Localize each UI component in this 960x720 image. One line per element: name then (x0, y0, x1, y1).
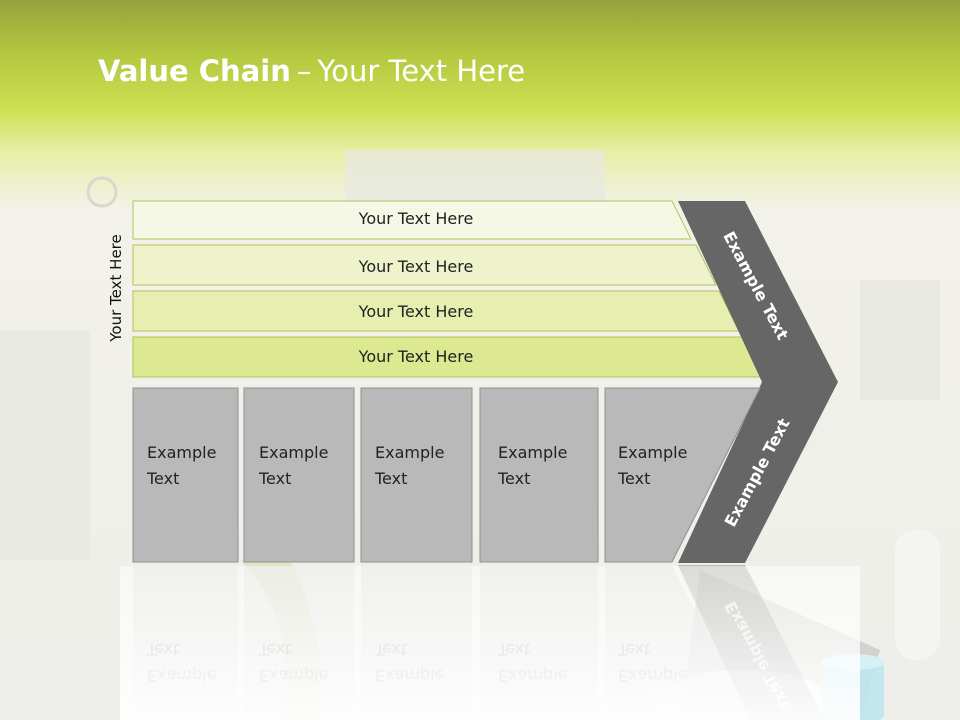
row-4-label: Your Text Here (358, 347, 474, 366)
row-2-shape (132, 244, 717, 286)
title-rest: Your Text Here (317, 54, 526, 88)
row-1-shape (132, 200, 692, 240)
column-3: Example Text (360, 387, 473, 563)
column-4-line1: Example (498, 443, 567, 462)
column-4-shape (479, 387, 599, 563)
rows-group: Your Text Here Your Text Here Your Text … (132, 200, 764, 378)
columns-group: Example Text Example Text Example Text E… (132, 387, 761, 563)
title-bold: Value Chain (98, 54, 291, 88)
column-5: Example Text (604, 387, 761, 563)
column-1-line1: Example (147, 443, 216, 462)
title-dash: – (296, 54, 312, 88)
column-4-line2: Text (497, 469, 530, 488)
column-2-line1: Example (259, 443, 328, 462)
row-3-label: Your Text Here (358, 302, 474, 321)
column-4: Example Text (479, 387, 599, 563)
column-2-line2: Text (258, 469, 291, 488)
column-3-line1: Example (375, 443, 444, 462)
column-1-shape (132, 387, 239, 563)
row-3: Your Text Here (132, 290, 740, 332)
reflection-fade (120, 566, 860, 720)
row-2-label: Your Text Here (358, 257, 474, 276)
column-5-shape (604, 387, 761, 563)
slide-title: Value Chain–Your Text Here (98, 54, 525, 88)
column-5-line1: Example (618, 443, 687, 462)
chevron: Example Text Example Text (678, 201, 838, 563)
chevron-shape (678, 201, 838, 563)
column-3-shape (360, 387, 473, 563)
row-4: Your Text Here (132, 336, 764, 378)
row-1-label: Your Text Here (358, 209, 474, 228)
row-1: Your Text Here (132, 200, 692, 240)
row-2: Your Text Here (132, 244, 717, 286)
column-1-line2: Text (146, 469, 179, 488)
column-1: Example Text (132, 387, 239, 563)
column-3-line2: Text (374, 469, 407, 488)
column-2-shape (243, 387, 355, 563)
column-2: Example Text (243, 387, 355, 563)
column-5-line2: Text (617, 469, 650, 488)
